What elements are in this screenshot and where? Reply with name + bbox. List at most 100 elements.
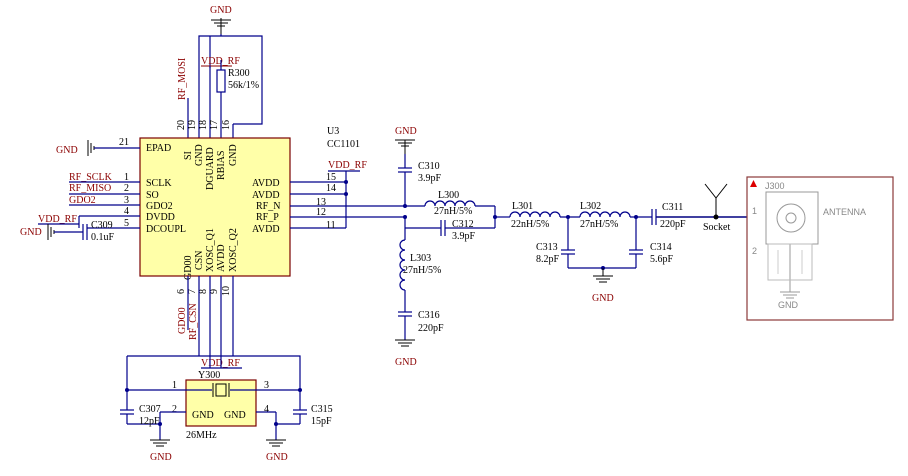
cc1101-chip-body [139,137,291,277]
pin-name-rbias: RBIAS [216,151,227,180]
pin-num-8: 8 [198,289,209,294]
pin-num-10: 10 [221,286,232,296]
pin-num-13: 13 [316,197,326,208]
pin-name-rf-n: RF_N [256,201,280,212]
c316-ref: C316 [418,310,440,321]
l301-ref: L301 [512,201,533,212]
l300-ref: L300 [438,190,459,201]
inductor-l303: L303 27nH/5% [399,228,441,312]
gnd-label-filter: GND [592,293,614,304]
r300-value: 56k/1% [228,80,259,91]
pin-num-15: 15 [326,172,336,183]
c309-ref: C309 [91,220,113,231]
gnd-label-epad: GND [56,145,78,156]
c310-ref: C310 [418,161,440,172]
capacitor-c309: GND C309 0.1uF 5 [20,218,140,243]
capacitor-c311: C311 220pF [651,202,686,230]
net-rf-sclk: RF_SCLK [69,172,113,183]
l302-ref: L302 [580,201,601,212]
capacitor-c315: C315 15pF [256,404,333,440]
warning-marker-icon [750,180,757,187]
inductor-l302: L302 27nH/5% [579,201,631,230]
top-gnd-symbol: GND [210,5,232,34]
capacitor-c313: C313 8.2pF [536,217,575,268]
net-rf-miso: RF_MISO [69,183,111,194]
gnd-loop-wire [198,35,263,125]
capacitor-c310: GND C310 3.9pF [395,126,442,206]
pin-num-6: 6 [176,289,187,294]
pin-num-12: 12 [316,207,326,218]
pin-num-4: 4 [124,206,129,217]
gnd-label-top: GND [210,5,232,16]
j300-pin1: 1 [752,206,757,216]
pin-name-dguard: DGUARD [205,147,216,190]
pin-num-16: 16 [221,120,232,130]
c307-value: 12pF [139,416,160,427]
gnd-label-c310: GND [395,126,417,137]
pin-name-xosc-q1: XOSC_Q1 [205,228,216,272]
net-gdo0: GDO0 [177,307,188,334]
pin-name-dcoupl: DCOUPL [146,224,186,235]
c314-value: 5.6pF [650,254,674,265]
y300-gnd-b: GND [224,410,246,421]
pin-name-gnd-16: GND [228,144,239,166]
net-vdd-rf-left: VDD_RF [38,214,77,225]
pin-num-11: 11 [326,220,336,231]
top-pin-stubs [187,124,234,138]
l300-value: 27nH/5% [434,206,472,217]
capacitor-c307: C307 12pF [120,404,186,440]
pin-num-5: 5 [124,218,129,229]
inductor-l301: L301 22nH/5% [509,201,561,230]
chip-part: CC1101 [327,139,360,150]
capacitor-c312: C312 3.9pF [404,206,496,242]
y300-ref: Y300 [198,370,220,381]
pin-name-gdo2: GDO2 [146,201,173,212]
net-vdd-rf-right: VDD_RF [328,160,367,171]
pin-name-gnd-19: GND [194,144,205,166]
c311-ref: C311 [662,202,683,213]
j300-pin2: 2 [752,246,757,256]
gnd-symbol-c315: GND [266,439,288,463]
inductor-l300: L300 27nH/5% [424,190,495,217]
j300-gnd: GND [778,300,799,310]
pin-name-avdd-15: AVDD [252,178,280,189]
gnd-label-c309: GND [20,227,42,238]
pin-name-avdd-11: AVDD [252,224,280,235]
capacitor-c314: C314 5.6pF [629,217,674,268]
gnd-label-c307: GND [150,452,172,463]
c313-ref: C313 [536,242,558,253]
c313-value: 8.2pF [536,254,560,265]
c309-value: 0.1uF [91,232,115,243]
socket-label: Socket [703,222,730,233]
pin-name-sclk: SCLK [146,178,172,189]
resistor-r300: R300 56k/1% [216,60,259,124]
c310-value: 3.9pF [418,173,442,184]
c315-ref: C315 [311,404,333,415]
l302-value: 27nH/5% [580,219,618,230]
capacitor-c316: C316 220pF GND [395,310,444,368]
pin-name-csn: CSN [194,251,205,270]
bottom-pin-stubs [187,276,234,296]
l303-value: 27nH/5% [403,265,441,276]
l303-ref: L303 [410,253,431,264]
j300-ref: J300 [765,181,785,191]
y300-pin1: 1 [172,380,177,391]
antenna-socket-icon: Socket [703,183,730,233]
pin-num-2: 2 [124,183,129,194]
pin-name-avdd-14: AVDD [252,190,280,201]
pin-name-epad: EPAD [146,143,171,154]
c315-value: 15pF [311,416,332,427]
pin-num-21: 21 [119,137,129,148]
pin-name-rf-p: RF_P [256,212,279,223]
y300-value: 26MHz [186,430,217,441]
y300-pin3: 3 [264,380,269,391]
pin-name-avdd-9: AVDD [216,244,227,272]
y300-gnd-a: GND [192,410,214,421]
c311-value: 220pF [660,219,686,230]
net-rf-csn: RF_CSN [188,303,199,340]
chip-ref: U3 [327,126,339,137]
pin-name-si: SI [183,151,194,160]
c312-ref: C312 [452,219,474,230]
net-rf-mosi: RF_MOSI [177,58,188,100]
crystal-y300: Y300 1 3 2 4 GND GND 26MHz [127,370,300,441]
